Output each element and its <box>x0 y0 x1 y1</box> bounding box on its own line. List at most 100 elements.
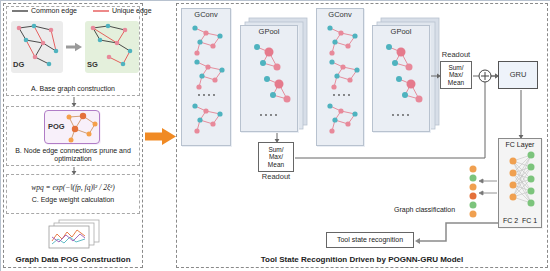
node-text: Sum/ Max/ Mean <box>448 64 464 85</box>
fc-neurons <box>510 158 517 165</box>
legend-line <box>93 10 109 11</box>
graph-box: SG <box>84 20 138 72</box>
illustration <box>254 44 281 71</box>
ellipsis-dots <box>208 94 210 96</box>
node-text: B. Node edge connections prune and optim… <box>9 147 137 163</box>
sg-graph <box>93 28 130 64</box>
output-neurons <box>470 202 477 209</box>
ellipsis-dots <box>333 94 350 96</box>
node-text: GPool <box>391 28 412 37</box>
layer-ground <box>317 9 365 147</box>
sg-graph <box>91 24 133 67</box>
connector-line <box>473 76 495 77</box>
ellipsis-dots <box>213 94 215 96</box>
ellipsis-dots <box>265 114 267 116</box>
legend: Common edge Unique edge <box>12 7 168 15</box>
node-text: Tool state recognition <box>337 236 403 244</box>
ellipsis-dots <box>407 114 409 116</box>
graph-ground <box>85 21 139 73</box>
fc-neurons <box>528 164 535 171</box>
dg-graph <box>26 40 35 57</box>
node-text: A. Base graph construction <box>31 85 115 93</box>
connector-line <box>74 167 75 171</box>
node-text: FC Layer <box>506 141 535 149</box>
fc-output-arrows <box>479 179 497 195</box>
legend-item: Common edge <box>12 7 77 15</box>
sg-graph <box>108 26 125 30</box>
graph-data-stack <box>49 220 99 248</box>
legend-text: Unique edge <box>112 7 152 15</box>
output-neurons <box>470 193 477 200</box>
sg-graph <box>107 55 112 60</box>
node-text: SG <box>87 61 98 70</box>
graph-box: POG <box>44 110 100 144</box>
ellipsis-dots <box>392 114 409 116</box>
fc-neurons <box>510 182 517 189</box>
illustration <box>396 76 423 103</box>
fc-neurons <box>528 152 535 159</box>
sg-graph <box>109 57 123 64</box>
dg-graph <box>41 41 46 46</box>
dg-graph <box>26 26 56 57</box>
dg-graph <box>34 26 43 43</box>
ellipsis-dots <box>333 94 335 96</box>
dg-graph <box>35 57 49 64</box>
illustration <box>327 25 357 55</box>
illustration <box>327 103 357 133</box>
sum-symbol <box>479 70 491 82</box>
layer-block: GPool <box>372 25 430 132</box>
output-neurons <box>470 211 477 218</box>
ellipsis-dots <box>397 114 399 116</box>
sg-graph <box>106 24 111 29</box>
sum-symbol <box>479 70 491 82</box>
illustration <box>192 25 222 55</box>
ellipsis-dots <box>343 94 345 96</box>
graph-data-stack <box>49 226 89 248</box>
output-neurons <box>470 166 477 173</box>
dg-graph <box>51 30 56 51</box>
graph-data-stack <box>52 234 85 242</box>
ellipsis-dots <box>392 114 394 116</box>
connector <box>66 43 82 51</box>
dg-graph <box>19 26 56 64</box>
pog-graph <box>80 113 86 119</box>
output-box: Tool state recognition <box>326 232 414 248</box>
illustration <box>386 44 413 71</box>
sg-graph <box>91 26 96 31</box>
pog-graph <box>87 132 92 137</box>
pog-graph <box>67 115 72 120</box>
layer-block: GPool <box>240 25 298 132</box>
node-text: GPool <box>259 28 280 37</box>
dg-graph <box>54 49 59 54</box>
text-row: FC 2FC 1 <box>501 217 539 225</box>
node-text: GConv <box>194 11 217 20</box>
legend-item: Unique edge <box>93 7 152 15</box>
node-text: Graph Data POG Construction <box>15 255 130 264</box>
readout-box: ReadoutSum/ Max/ Mean <box>440 61 472 89</box>
connector-line <box>74 97 75 103</box>
dg-graph <box>33 55 38 60</box>
section-panel: Tool State Recognition Driven by POGNN-G… <box>176 3 548 268</box>
dg-graph <box>47 62 52 67</box>
dg-graph <box>26 40 43 43</box>
connector <box>415 223 499 244</box>
pog-graph <box>69 116 95 140</box>
dg-graph <box>32 24 37 29</box>
ellipsis-dots <box>275 114 277 116</box>
node-text: Readout <box>442 51 470 60</box>
process-box: GRU <box>498 61 538 89</box>
fc-output-arrows <box>482 181 497 182</box>
fc-neurons <box>528 176 535 183</box>
node-text: FC 1 <box>522 217 537 225</box>
illustration <box>194 59 224 89</box>
legend-sample <box>12 8 28 14</box>
pog-graph <box>69 138 74 143</box>
ellipsis-dots <box>402 114 404 116</box>
node-text: GConv <box>328 11 351 20</box>
dg-graph <box>34 26 51 30</box>
fc-neurons <box>510 152 535 207</box>
ellipsis-dots <box>198 94 215 96</box>
